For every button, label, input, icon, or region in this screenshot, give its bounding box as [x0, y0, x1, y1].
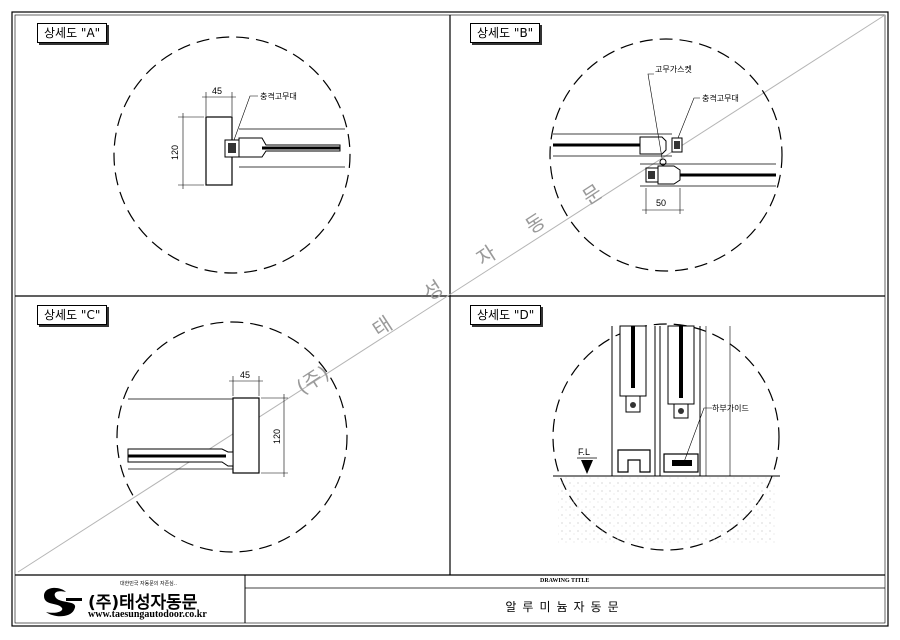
watermark-char: 동: [521, 208, 550, 238]
company-url: www.taesungautodoor.co.kr: [88, 609, 207, 620]
annotation-bumper: 충격고무대: [702, 93, 739, 103]
watermark-line: [17, 14, 886, 573]
annotation-bottom-guide: 하부가이드: [712, 403, 749, 413]
floor-hatch: [558, 476, 776, 546]
dimension-label: 120: [272, 429, 282, 444]
company-slogan: 대한민국 자동문의 자존심..: [120, 581, 177, 587]
company-logo: [44, 587, 82, 617]
detail-c: 45 120: [116, 321, 348, 553]
watermark-char: 태: [368, 311, 397, 341]
watermark-char: 문: [578, 179, 607, 209]
floor-level-marker: [581, 460, 593, 474]
watermark-char: 성: [419, 275, 448, 305]
dimension-label: 45: [240, 370, 250, 380]
annotation-bumper: 충격고무대: [260, 91, 297, 101]
detail-b: 50 고무가스켓 충격고무대: [549, 38, 783, 272]
detail-a: 45 120 충격고무대: [113, 36, 351, 274]
detail-d: 하부가이드 F.L: [552, 323, 780, 551]
panel-label-c: 상세도 "C": [37, 305, 108, 325]
floor-level-label: F.L: [578, 447, 590, 457]
panel-label-a: 상세도 "A": [37, 23, 108, 43]
company-name: (주)태성자동문: [88, 593, 198, 613]
watermark-char: (주): [292, 361, 334, 400]
drawing-title: 알루미늄자동문: [505, 600, 625, 614]
dimension-label: 50: [656, 198, 666, 208]
annotation-gasket: 고무가스켓: [655, 64, 692, 74]
dimension-label: 120: [170, 145, 180, 160]
panel-label-d: 상세도 "D": [470, 305, 542, 325]
watermark-char: 자: [472, 240, 501, 270]
outer-border: [11, 11, 889, 627]
drawing-title-label: DRAWING TITLE: [540, 578, 590, 584]
panel-label-b: 상세도 "B": [470, 23, 541, 43]
dimension-label: 45: [212, 86, 222, 96]
